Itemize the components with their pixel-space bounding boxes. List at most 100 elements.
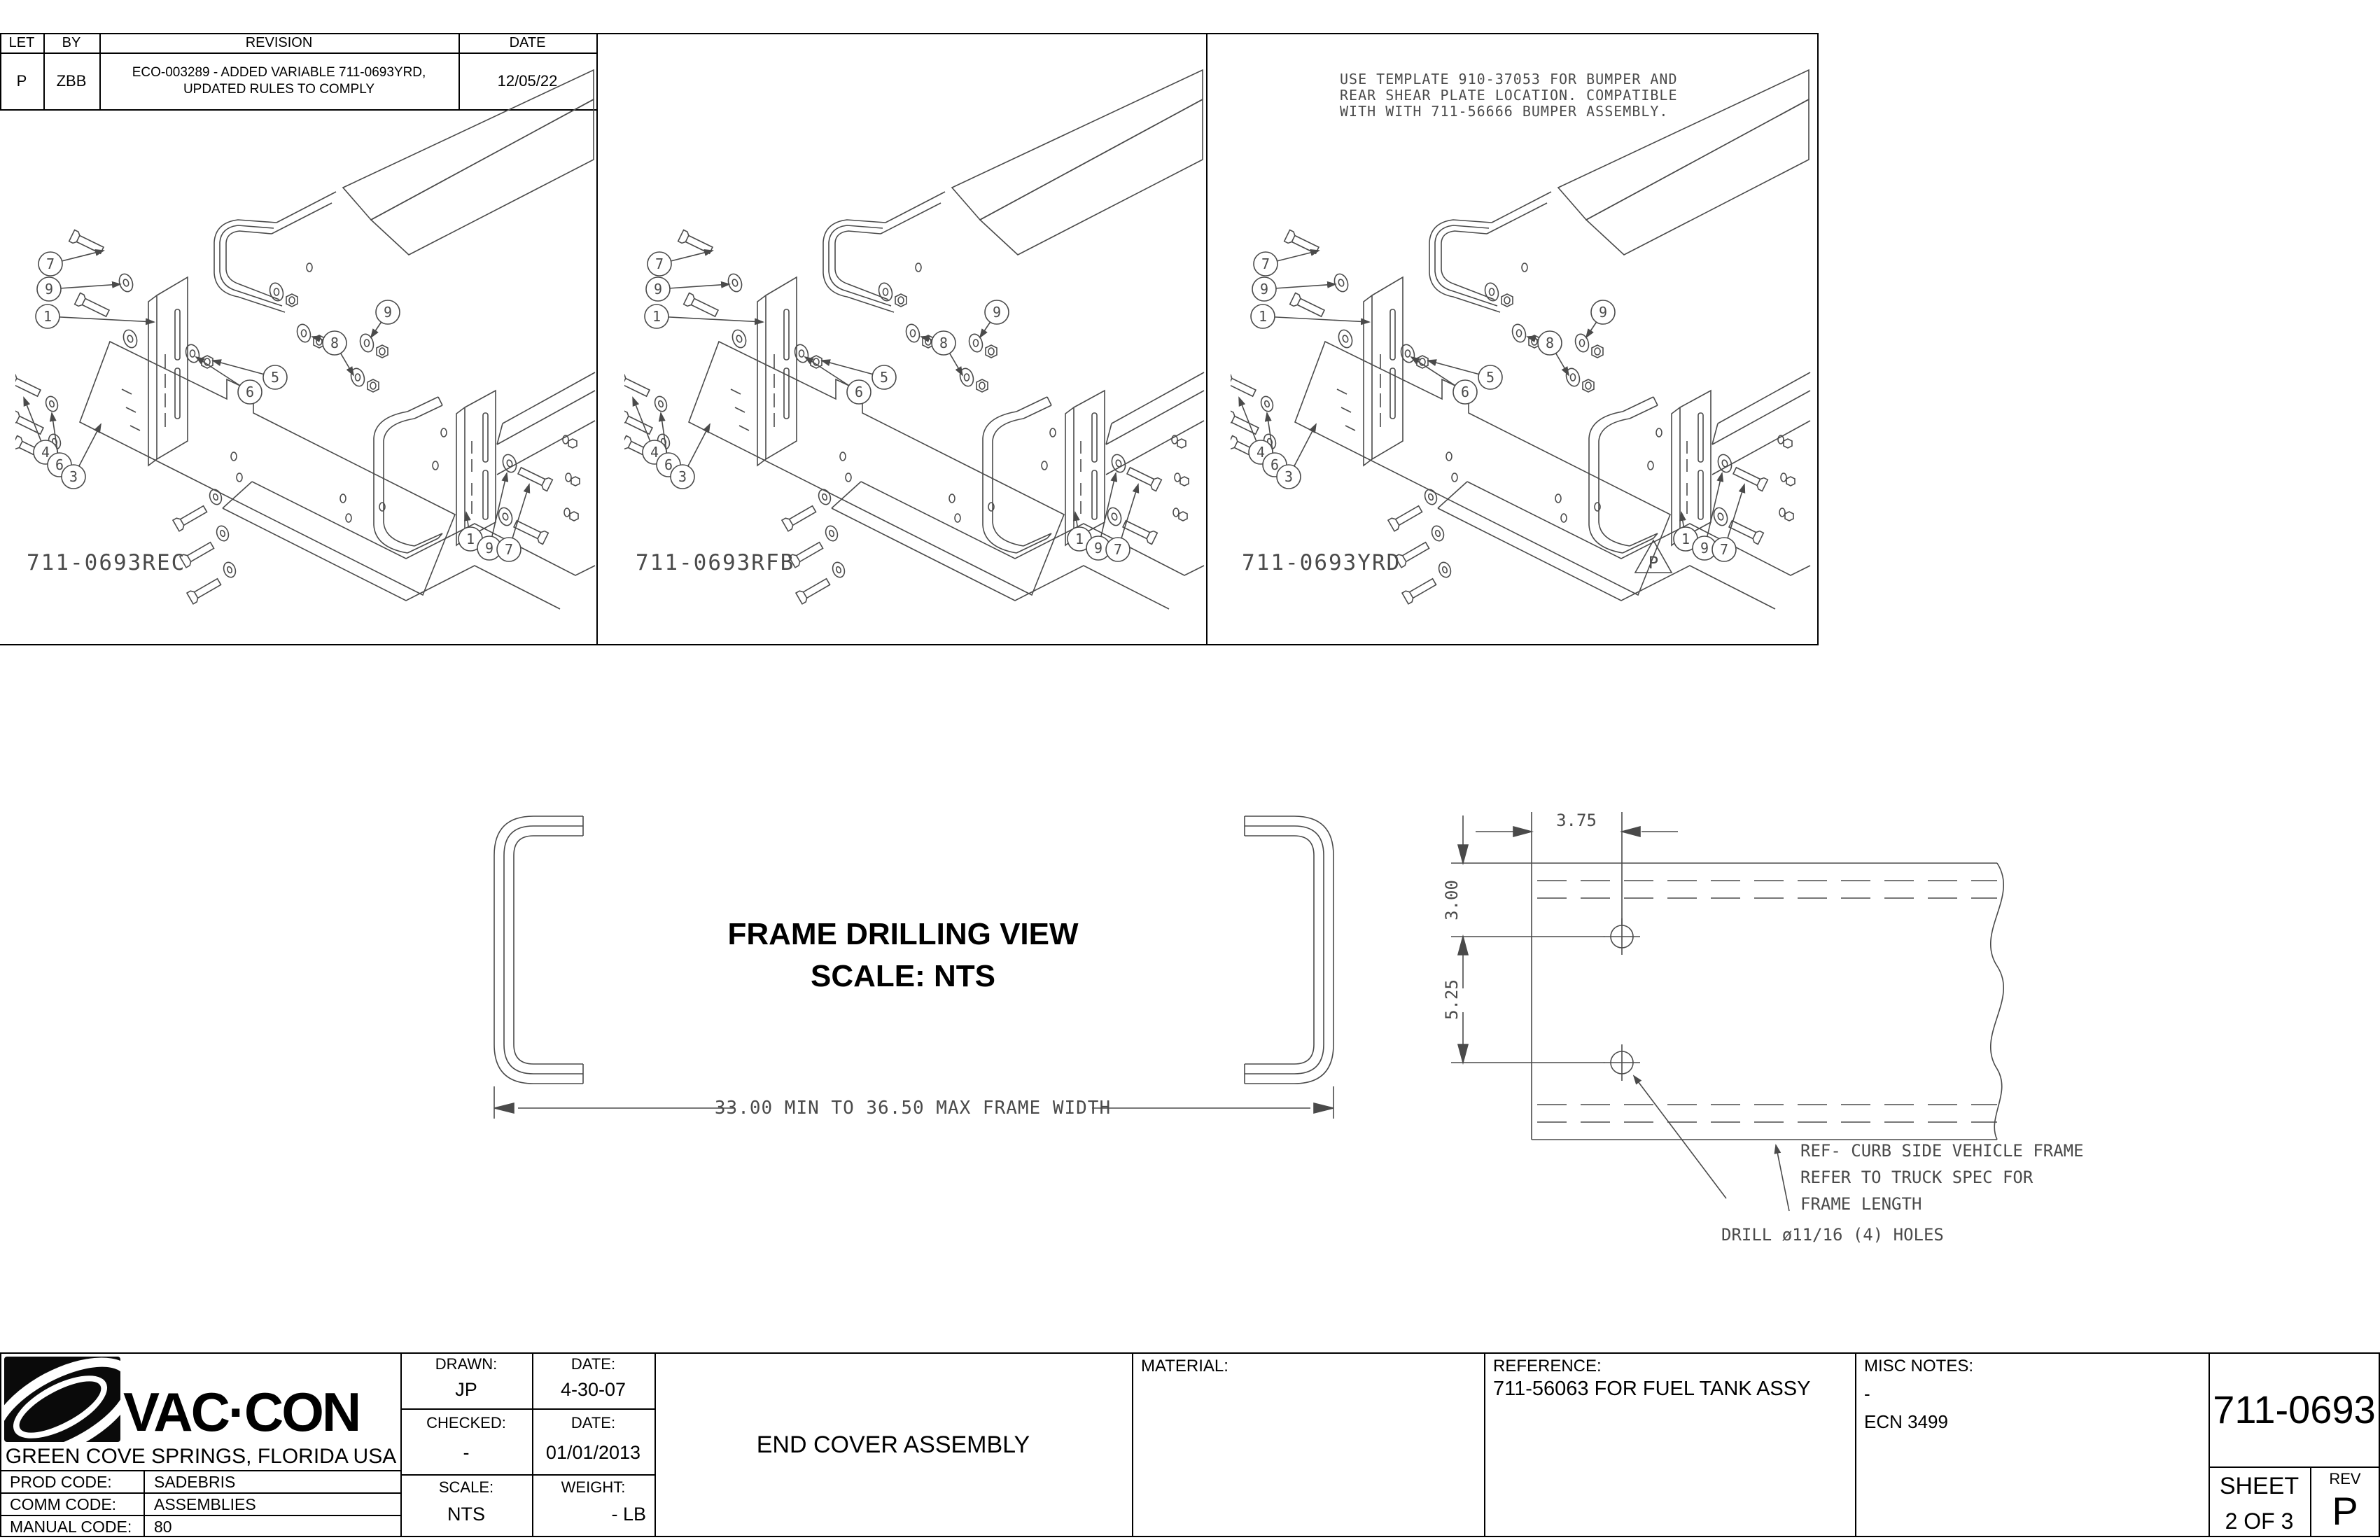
balloon-number: 6: [1461, 384, 1469, 400]
balloon-number: 1: [1075, 531, 1084, 547]
balloon-number: 7: [655, 255, 664, 272]
balloon-callout: [1105, 537, 1130, 562]
balloon-callout: [322, 330, 347, 356]
checked-label: CHECKED:: [426, 1414, 506, 1432]
balloon-number: 4: [1256, 444, 1265, 461]
balloon-number: 1: [1259, 308, 1267, 325]
balloon-number: 9: [654, 281, 662, 298]
balloon-callout: [984, 300, 1009, 325]
balloon-number: 9: [384, 304, 392, 321]
drilling-dimensions: [1451, 812, 1678, 1065]
balloon-number: 9: [485, 540, 493, 556]
sheet-value: 2 OF 3: [2225, 1508, 2294, 1534]
balloon-number: 8: [330, 335, 339, 351]
date1-label: DATE:: [570, 1355, 616, 1373]
panel-divider-2: [1206, 33, 1208, 645]
frame-drilling-view: 33.00 MIN TO 36.50 MAX FRAME WIDTH 3.75 …: [493, 811, 2084, 1245]
balloon-callout: [872, 365, 897, 390]
frame-width-dimension: [493, 1086, 1334, 1119]
rev-value: P: [2332, 1489, 2358, 1533]
balloon-callout: [237, 379, 262, 405]
revision-row-let: P: [16, 71, 27, 90]
balloon-number: 4: [41, 444, 50, 461]
revision-row-date: 12/05/22: [497, 71, 558, 90]
rev-label: REV: [2329, 1470, 2361, 1488]
frame-drilling-title-line1: FRAME DRILLING VIEW: [727, 917, 1079, 951]
balloon-callout: [1250, 304, 1275, 329]
panel-variant-label: 711-0693YRD: [1242, 550, 1401, 575]
balloon-callout: [35, 304, 60, 329]
revision-flag-letter: P: [1648, 553, 1658, 573]
balloon-callout: [496, 537, 522, 562]
balloon-leader: [1262, 316, 1371, 326]
balloon-number: 3: [69, 468, 78, 485]
balloon-leader: [1704, 472, 1724, 549]
balloon-callout: [846, 379, 872, 405]
panel-bottom-border: [0, 644, 1819, 645]
balloon-callout: [262, 365, 288, 390]
ref-note-line2: REFER TO TRUCK SPEC FOR: [1800, 1168, 2033, 1187]
revision-header-by: BY: [62, 34, 81, 50]
panel-divider-1: [596, 33, 598, 645]
date2-value: 01/01/2013: [545, 1442, 641, 1463]
balloon-number: 9: [1599, 304, 1607, 321]
revision-header-date: DATE: [509, 34, 546, 50]
balloon-callout: [1590, 300, 1616, 325]
balloon-number: 6: [855, 384, 863, 400]
balloon-number: 5: [271, 369, 279, 386]
assembly-drawing: [624, 69, 1205, 610]
ref-note-line3: FRAME LENGTH: [1800, 1194, 1921, 1214]
balloon-number: 5: [880, 369, 888, 386]
manual-code-label: MANUAL CODE:: [10, 1518, 132, 1536]
balloon-callout: [61, 464, 86, 489]
vac-con-logo-text: VAC·CON: [123, 1381, 361, 1443]
balloon-callout: [1252, 276, 1277, 302]
break-line: [1989, 862, 2005, 1140]
balloon-number: 3: [1284, 468, 1293, 485]
balloon-number: 9: [1260, 281, 1268, 298]
comm-code-label: COMM CODE:: [10, 1495, 117, 1513]
balloon-number: 1: [43, 308, 52, 325]
reference-label: REFERENCE:: [1493, 1357, 1602, 1376]
balloon-number: 4: [650, 444, 659, 461]
manual-code-value: 80: [154, 1518, 172, 1536]
balloon-leader: [489, 472, 509, 549]
balloon-number: 7: [1261, 255, 1270, 272]
prod-code-label: PROD CODE:: [10, 1473, 112, 1491]
title-block: VAC·CON GREEN COVE SPRINGS, FLORIDA USA …: [0, 1352, 2380, 1537]
drill-note: DRILL ø11/16 (4) HOLES: [1721, 1225, 1944, 1245]
date1-value: 4-30-07: [560, 1379, 626, 1400]
balloon-number: 6: [55, 456, 64, 473]
balloon-leader: [656, 316, 764, 326]
balloon-callout: [1276, 464, 1301, 489]
revision-row-by: ZBB: [56, 71, 87, 90]
drill-holes: [1604, 918, 1640, 1081]
balloon-number: 7: [505, 541, 513, 558]
misc-notes-label: MISC NOTES:: [1864, 1357, 1974, 1376]
misc-notes-line1: -: [1864, 1383, 1870, 1404]
balloon-callout: [931, 330, 956, 356]
balloon-callout: [1253, 251, 1278, 276]
balloon-callout: [36, 276, 62, 302]
balloon-number: 7: [1114, 541, 1122, 558]
balloon-callout: [1537, 330, 1562, 356]
balloon-number: 8: [939, 335, 948, 351]
panel-variant-label: 711-0693REC: [27, 550, 186, 575]
panel-top-border: [0, 33, 1817, 34]
weight-value: - LB: [611, 1504, 646, 1525]
material-label: MATERIAL:: [1141, 1357, 1228, 1376]
balloon-number: 9: [1700, 540, 1709, 556]
frame-drilling-title-line2: SCALE: NTS: [811, 959, 995, 993]
bumper-template-note-line: USE TEMPLATE 910-37053 FOR BUMPER AND: [1340, 71, 1678, 88]
reference-value: 711-56063 FOR FUEL TANK ASSY: [1493, 1378, 1811, 1400]
revision-table: LET BY REVISION DATE P ZBB ECO-003289 - …: [0, 33, 596, 111]
balloon-number: 3: [678, 468, 687, 485]
prod-code-value: SADEBRIS: [154, 1473, 236, 1491]
panel-right-border: [1817, 33, 1819, 645]
c-channel-section-left: [493, 816, 584, 1084]
panel-variant-label: 711-0693RFB: [636, 550, 794, 575]
date2-label: DATE:: [570, 1414, 616, 1432]
